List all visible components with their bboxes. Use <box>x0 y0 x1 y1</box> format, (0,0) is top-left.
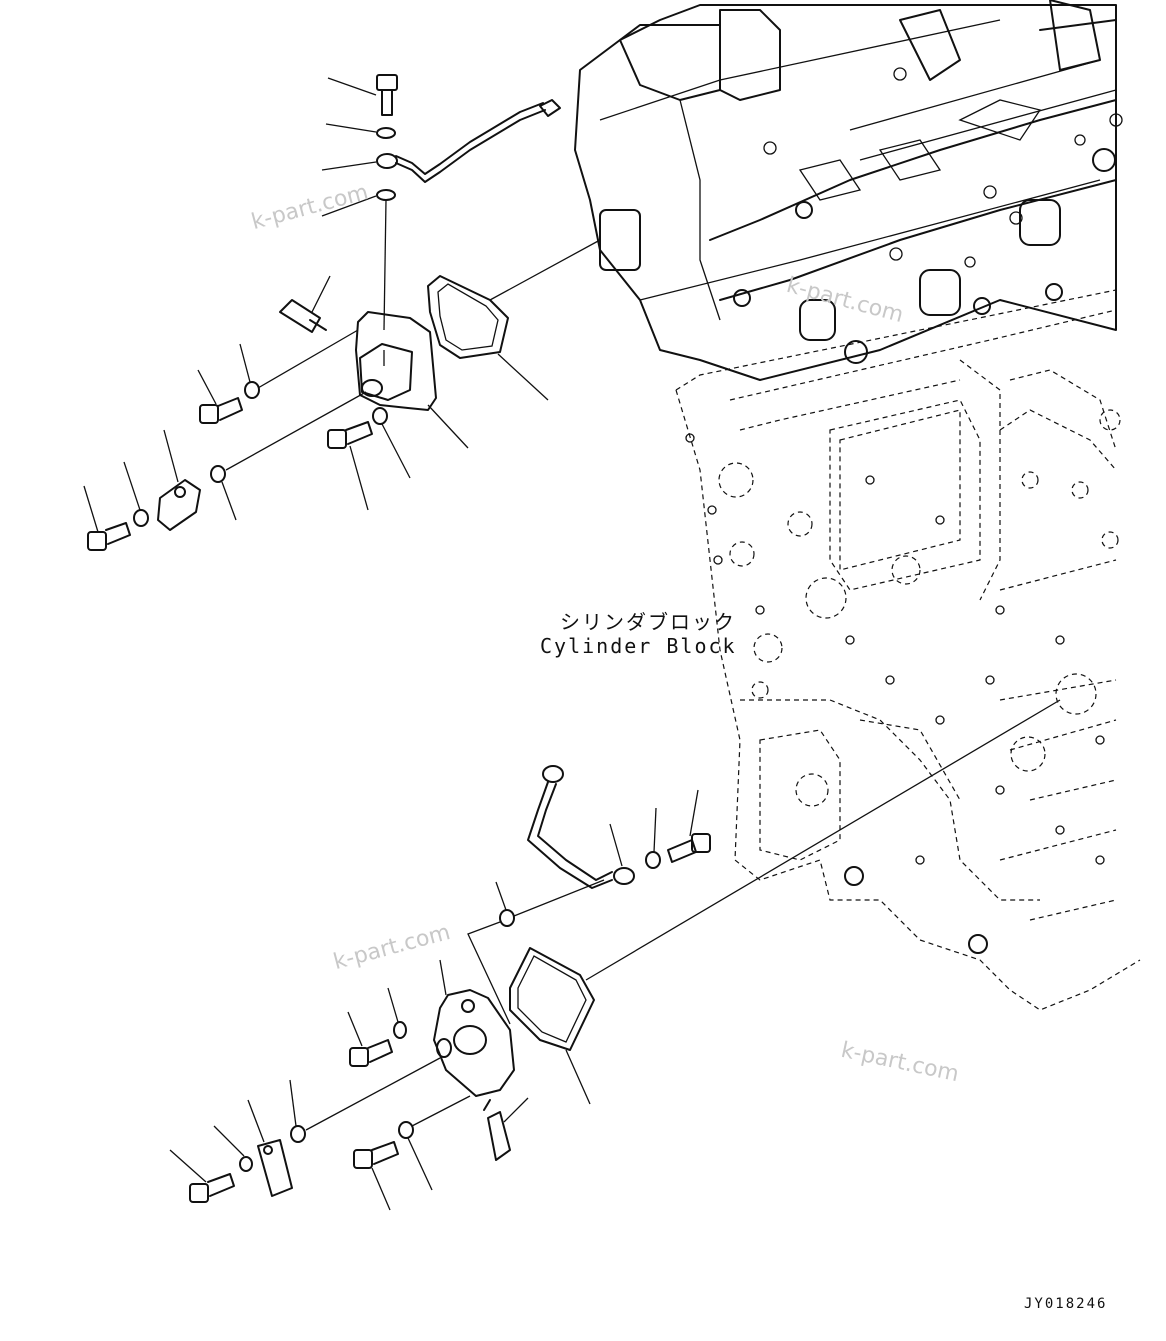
lower-oil-tube <box>527 765 635 889</box>
upper-sensor <box>279 275 331 333</box>
drawing-code: JY018246 <box>1024 1296 1108 1312</box>
lower-bolt-bottom <box>353 1141 399 1211</box>
upper-bolt-top <box>327 74 398 116</box>
lower-washer-left <box>387 987 407 1039</box>
cylinder-head <box>574 0 1123 381</box>
lower-washer-mid <box>467 879 605 1025</box>
upper-bolt-lower <box>327 421 373 511</box>
upper-washer-1 <box>325 123 396 139</box>
lower-sensor <box>483 1097 529 1161</box>
upper-adapter-assembly <box>83 391 367 551</box>
lower-washer-top <box>645 807 661 869</box>
lower-adapter-assembly <box>169 1057 441 1203</box>
lower-washer-bottom <box>398 1095 471 1191</box>
upper-washer-lower <box>372 407 411 479</box>
upper-bolt-left <box>197 369 243 424</box>
lower-filter-head <box>433 959 515 1097</box>
lower-gasket <box>509 699 1061 1105</box>
cylinder-block <box>675 289 1141 1011</box>
upper-washer-left <box>239 329 359 399</box>
cylinder-block-label-jp: シリンダブロック <box>560 610 736 634</box>
cylinder-block-label-en: Cylinder Block <box>540 634 737 658</box>
upper-oil-tube <box>321 99 561 183</box>
upper-filter-head <box>355 311 469 449</box>
lower-bolt-left <box>347 1011 393 1067</box>
upper-gasket <box>427 239 601 401</box>
upper-washer-2 <box>321 189 396 331</box>
lower-bolt-top <box>667 789 711 863</box>
